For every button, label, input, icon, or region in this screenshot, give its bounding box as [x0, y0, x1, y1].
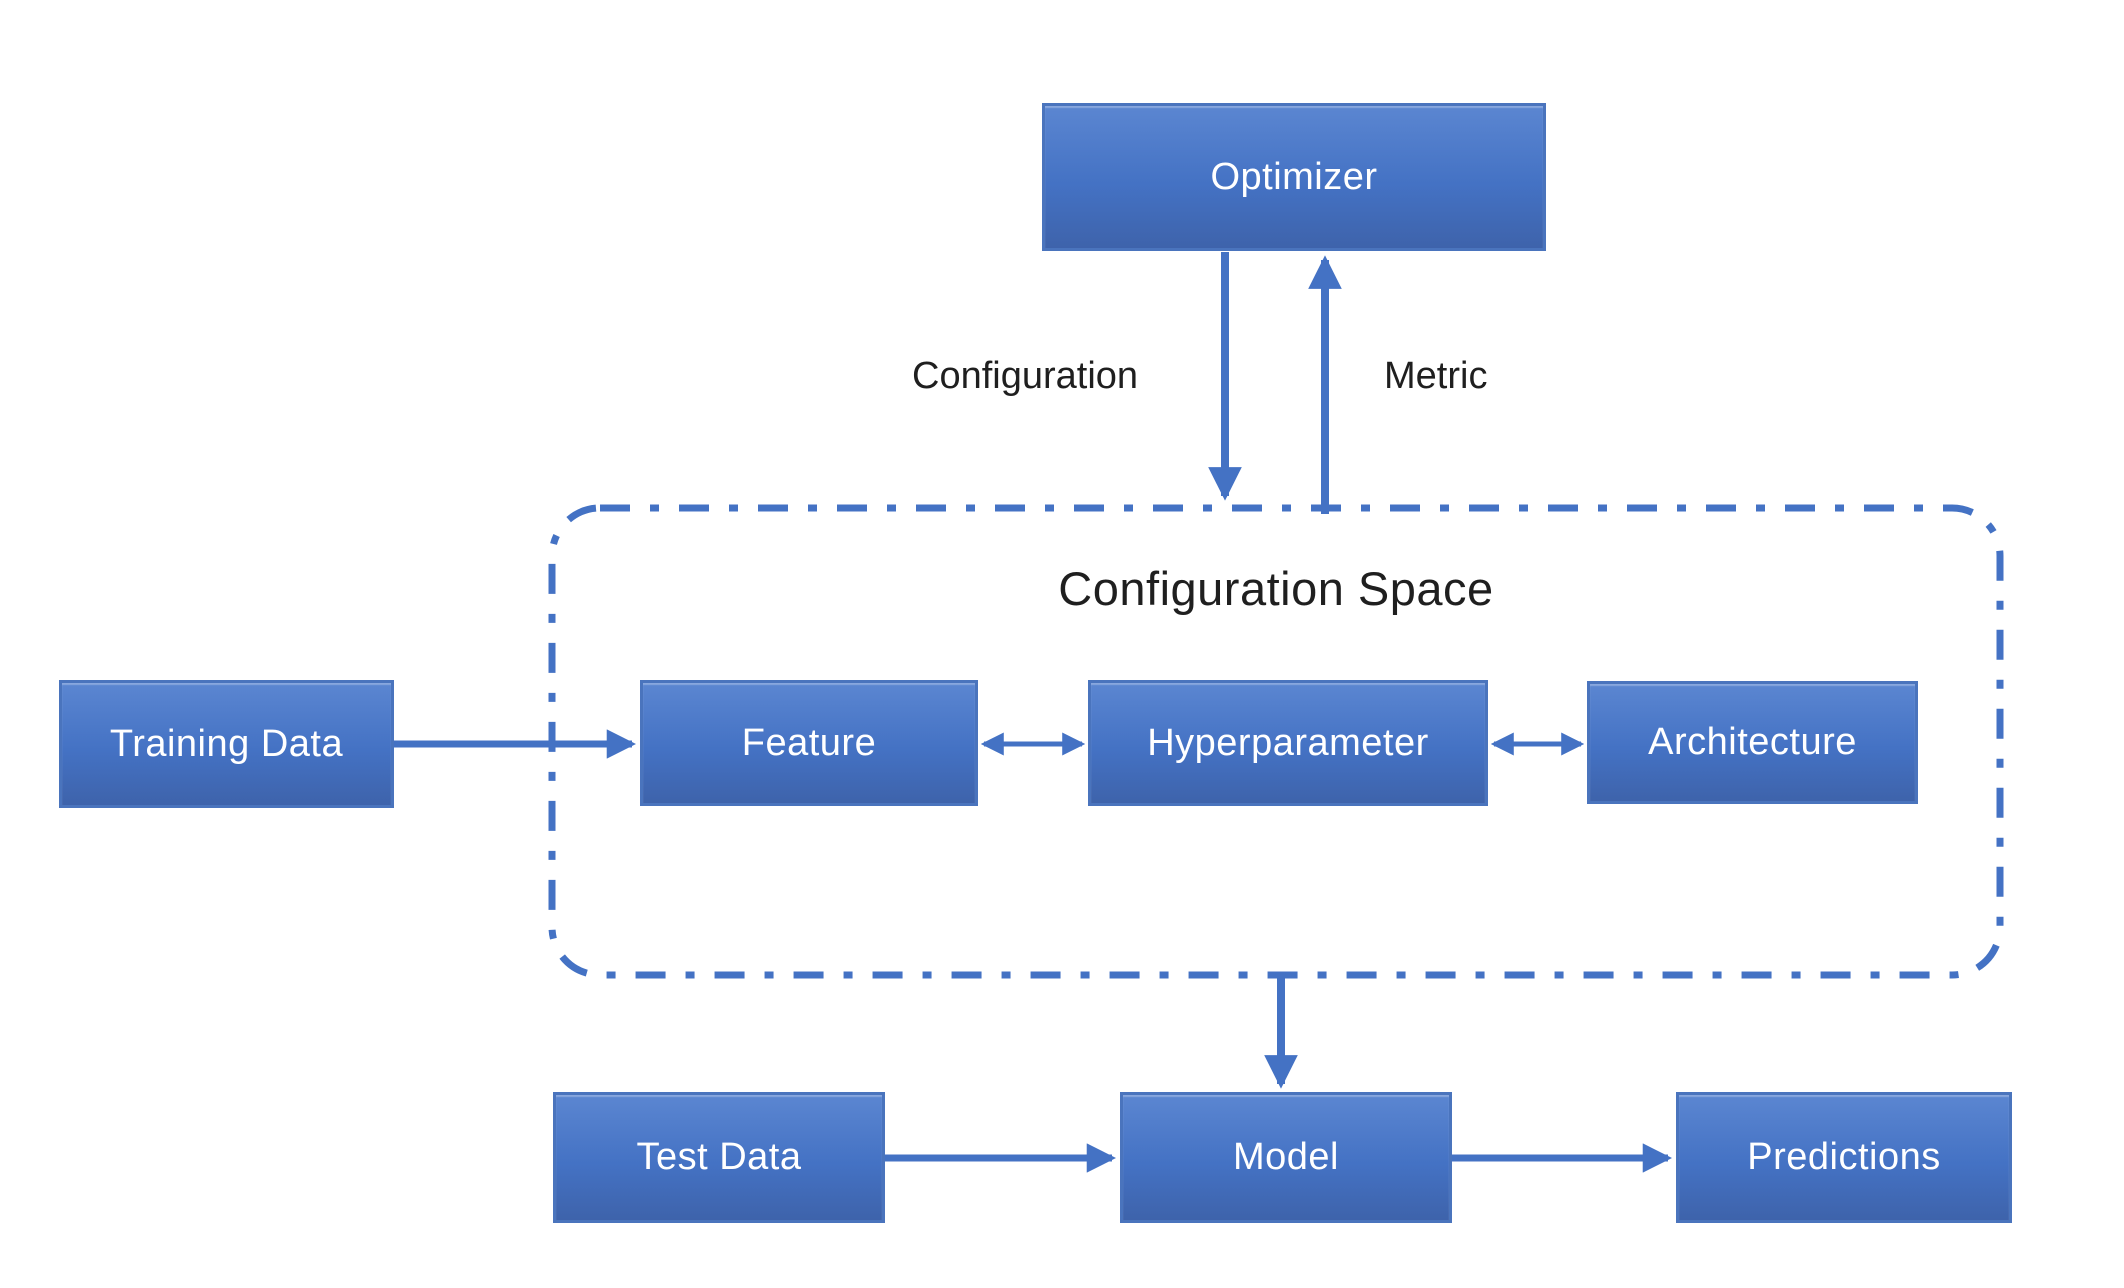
configuration-space-title: Configuration Space: [1058, 562, 1494, 615]
node-training-data: Training Data: [59, 680, 394, 808]
node-test-data: Test Data: [553, 1092, 885, 1223]
node-architecture: Architecture: [1587, 681, 1918, 804]
edge-label-metric: Metric: [1384, 355, 1488, 397]
node-optimizer: Optimizer: [1042, 103, 1546, 251]
edge-label-configuration: Configuration: [912, 355, 1139, 397]
node-model: Model: [1120, 1092, 1452, 1223]
node-feature: Feature: [640, 680, 978, 806]
node-hyperparameter: Hyperparameter: [1088, 680, 1488, 806]
node-predictions: Predictions: [1676, 1092, 2012, 1223]
